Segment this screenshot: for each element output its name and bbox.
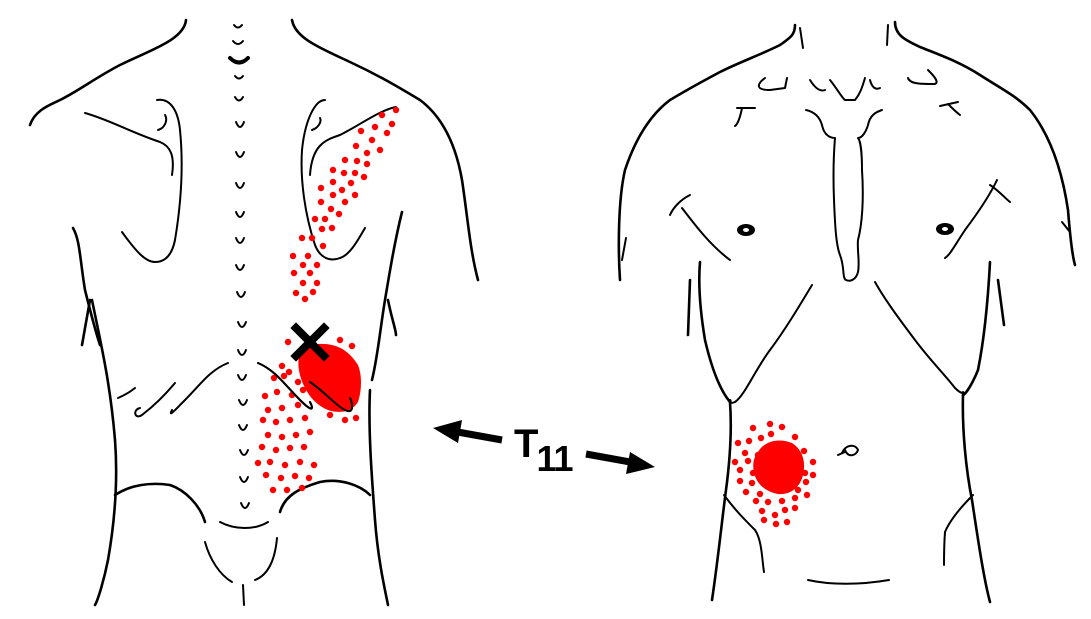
referral-dense-zone (298, 343, 361, 412)
spine-vertebrae (228, 24, 250, 509)
label-subscript: 11 (536, 438, 573, 479)
posterior-view (28, 18, 480, 607)
navel-icon (837, 444, 859, 457)
vertebra-label: T11 (514, 422, 574, 477)
arrow-left-icon (433, 420, 503, 444)
referral-dense-zone-abdomen (753, 440, 805, 495)
anterior-view (617, 20, 1077, 604)
label-main: T (514, 422, 539, 466)
arrow-right-icon (585, 450, 655, 474)
trigger-point-x-icon (290, 322, 330, 362)
referral-dots-scapula (289, 106, 400, 303)
